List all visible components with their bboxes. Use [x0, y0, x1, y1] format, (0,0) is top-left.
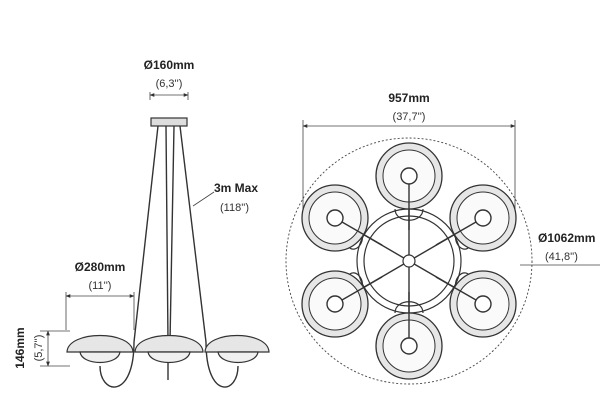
height-mm: 146mm	[13, 327, 27, 368]
hub-center-dot	[402, 254, 416, 268]
top-lamp-upper-left	[301, 184, 369, 252]
shade-dimension: Ø280mm (11'')	[65, 260, 135, 330]
side-view: Ø160mm (6,3'') 3m Max (118'') Ø280mm (11…	[13, 58, 270, 388]
suspension-cables	[133, 125, 207, 343]
side-lamp-center	[134, 335, 204, 363]
overall-diameter-inch: (41,8'')	[545, 251, 578, 263]
canopy-diameter-mm: Ø160mm	[144, 58, 195, 72]
canopy-dimension: Ø160mm (6,3'')	[144, 58, 195, 100]
overall-diameter-mm: Ø1062mm	[538, 231, 595, 245]
side-lamp-right	[204, 335, 270, 363]
top-lamp-upper-right	[449, 184, 517, 252]
shade-diameter-inch: (11'')	[89, 280, 112, 292]
arm-span-dimension: 957mm (37,7'')	[302, 91, 516, 215]
top-arm-ends	[341, 184, 477, 338]
arm-span-mm: 957mm	[388, 91, 429, 105]
side-lamp-left	[66, 335, 134, 363]
overall-diameter-dimension: Ø1062mm (41,8'')	[520, 231, 600, 266]
top-lamp-lower-right	[449, 270, 517, 338]
ceiling-canopy	[150, 117, 188, 127]
shade-diameter-mm: Ø280mm	[75, 260, 126, 274]
cable-length-mm: 3m Max	[214, 181, 258, 195]
top-lamp-top	[375, 142, 443, 210]
cable-length-inch: (118'')	[220, 202, 249, 214]
arm-span-inch: (37,7'')	[393, 111, 426, 123]
height-dimension: 146mm (5,7'')	[13, 327, 70, 369]
top-lamp-lower-left	[301, 270, 369, 338]
cable-length-dimension: 3m Max (118'')	[192, 181, 258, 214]
top-view: 957mm (37,7'') Ø1062mm (41,8'')	[285, 91, 600, 385]
canopy-diameter-inch: (6,3'')	[156, 78, 183, 90]
height-inch: (5,7'')	[33, 335, 45, 362]
overall-diameter-circle	[285, 137, 533, 385]
